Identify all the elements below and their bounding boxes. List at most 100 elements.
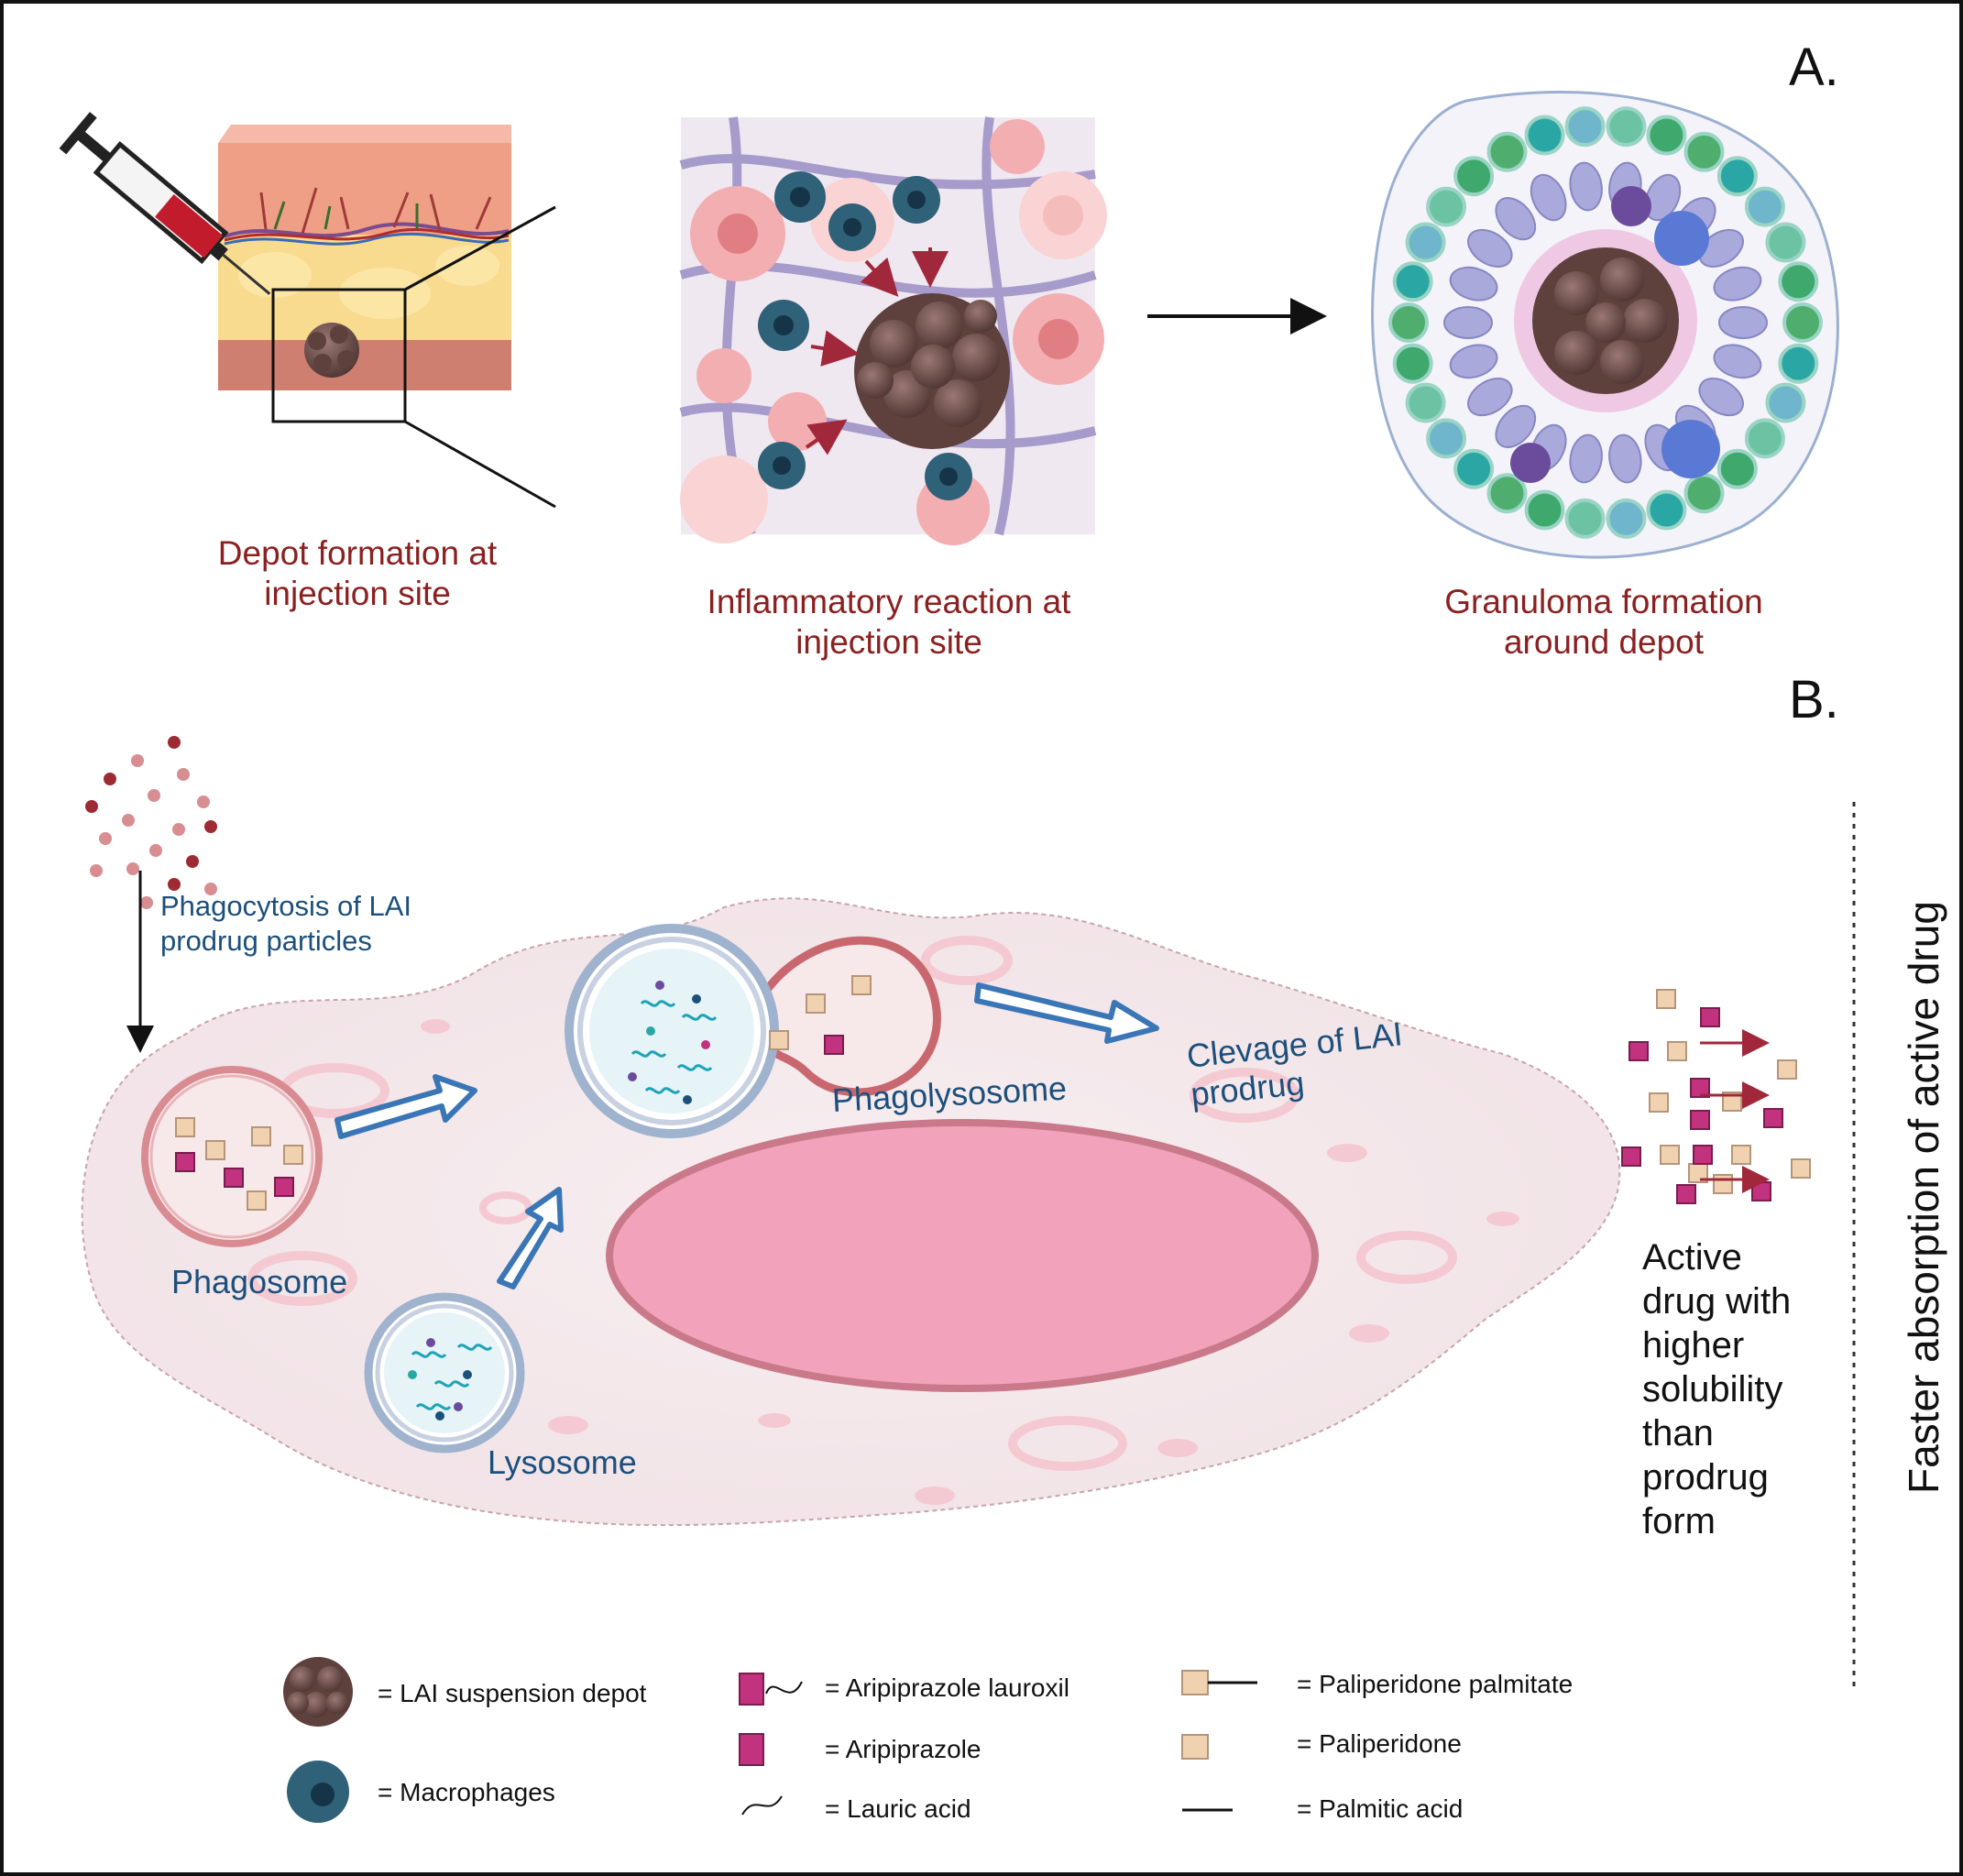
epithelioid-cell-icon [1644, 173, 1682, 222]
aripiprazole-icon [1621, 1146, 1641, 1167]
arrow-icon [334, 982, 1159, 1289]
epithelioid-cell-icon [1467, 228, 1513, 268]
paliperidone-icon [1649, 1092, 1669, 1113]
paliperidone-palmitate-icon [1181, 1670, 1209, 1695]
paliperidone-icon [1660, 1145, 1680, 1165]
central-depot [854, 293, 1010, 449]
molecule-icon [701, 1040, 710, 1049]
aripiprazole-icon [1690, 1078, 1710, 1098]
paliperidone-palmitate-icon [175, 1117, 195, 1137]
legend-palmitic-acid: = Palmitic acid [1297, 1794, 1464, 1823]
label-phagocytosis: Phagocytosis of LAI prodrug particles [160, 889, 411, 959]
particle-icon [131, 754, 144, 767]
paliperidone-icon [1722, 1092, 1742, 1112]
paliperidone-palmitate-icon [851, 975, 872, 995]
paliperidone-palmitate-icon [205, 1140, 225, 1160]
paliperidone-icon [1656, 989, 1676, 1009]
panel-label-b: B. [1789, 670, 1839, 730]
aripiprazole-lauroxil-icon [824, 1035, 844, 1055]
aripiprazole-icon [1751, 1181, 1771, 1201]
epithelioid-cell-icon [1530, 173, 1567, 222]
aripiprazole-lauroxil-icon [274, 1177, 294, 1197]
cell-icon [1392, 343, 1433, 384]
particle-icon [168, 736, 181, 749]
paliperidone-icon [1731, 1145, 1751, 1165]
caption-line: injection site [795, 623, 982, 661]
epithelioid-cell-icon [1698, 228, 1744, 268]
cell-icon [1683, 473, 1725, 514]
paliperidone-palmitate-icon [247, 1190, 267, 1211]
cell-icon [1453, 156, 1495, 197]
aripiprazole-lauroxil-icon [175, 1152, 195, 1172]
cell-icon [1388, 302, 1429, 343]
particle-icon [172, 823, 185, 836]
label-phagosome: Phagosome [171, 1263, 348, 1300]
molecule-icon [692, 994, 701, 1004]
lysosome [364, 1292, 525, 1454]
label-active-drug: Active drug with higher solubility than … [1642, 1235, 1791, 1543]
legend-lauric-acid: = Lauric acid [825, 1794, 971, 1823]
aripiprazole-lauroxil-icon [739, 1673, 764, 1706]
molecule-icon [646, 1026, 655, 1036]
enzyme-icon [456, 1344, 493, 1351]
label-faster-absorption: Faster absorption of active drug [1900, 901, 1947, 1494]
paliperidone-palmitate-icon [769, 1030, 789, 1050]
macrophage-icon [287, 1761, 349, 1823]
cell-icon [1716, 448, 1758, 489]
legend-icons [283, 1657, 1257, 1823]
particle-icon [168, 878, 181, 891]
aripiprazole-lauroxil-icon [224, 1168, 244, 1188]
enzyme-icon [415, 1403, 452, 1410]
particle-icon [204, 820, 217, 833]
particle-icon [122, 814, 135, 827]
epithelioid-cell-icon [1569, 433, 1603, 484]
panel-label-a: A. [1789, 38, 1839, 97]
aripiprazole-icon [1629, 1041, 1649, 1061]
nucleus [606, 1119, 1319, 1392]
legend-paliperidone-palmitate: = Paliperidone palmitate [1297, 1670, 1574, 1698]
label-line: higher [1642, 1325, 1745, 1366]
molecule-icon [655, 981, 664, 990]
macrophage-icon [758, 171, 972, 500]
epithelioid-cell-icon [1495, 197, 1537, 241]
cell-icon [1716, 156, 1758, 197]
cell-icon [1392, 261, 1433, 302]
enzyme-icon [411, 1351, 447, 1358]
particle-icon [177, 768, 190, 781]
aripiprazole-icon [1763, 1108, 1783, 1128]
caption-line: Granuloma formation [1444, 583, 1763, 620]
cell-icon [1646, 489, 1687, 531]
caption-granuloma-formation: Granuloma formation around depot [1420, 582, 1787, 663]
cell-icon [1606, 106, 1647, 148]
caption-line: Depot formation at [217, 534, 498, 572]
caption-depot-formation: Depot formation at injection site [183, 533, 532, 614]
paliperidone-palmitate-icon [806, 993, 826, 1014]
prodrug-particles [85, 736, 217, 909]
molecule-icon [426, 1338, 435, 1347]
molecule-icon [463, 1370, 472, 1379]
molecule-icon [683, 1095, 692, 1104]
label-line: Phagocytosis of LAI [160, 890, 411, 922]
skin-section-icon [218, 125, 556, 509]
epithelioid-cell-icon [1698, 378, 1744, 417]
paliperidone-icon [1181, 1734, 1209, 1760]
cell-icon [1405, 222, 1446, 263]
caption-line: Inflammatory reaction at [707, 583, 1071, 620]
paliperidone-icon [1777, 1059, 1797, 1080]
legend-macrophages: = Macrophages [378, 1778, 555, 1806]
cell-icon [1524, 115, 1565, 156]
phagosome [141, 1066, 323, 1247]
epithelioid-cell-icon [1713, 344, 1762, 379]
depot-icon [283, 1657, 353, 1727]
epithelioid-cell-icon [1718, 306, 1768, 339]
epithelioid-cell-icon [1443, 306, 1493, 339]
cell-icon [1486, 131, 1528, 172]
epithelioid-cell-icon [1449, 266, 1498, 302]
epithelioid-cell-icon [1449, 344, 1498, 379]
legend-aripiprazole: = Aripiprazole [825, 1735, 982, 1763]
paliperidone-icon [1667, 1041, 1687, 1061]
paliperidone-icon [1713, 1174, 1733, 1194]
aripiprazole-icon [739, 1733, 764, 1766]
enzyme-icon [676, 1064, 713, 1071]
